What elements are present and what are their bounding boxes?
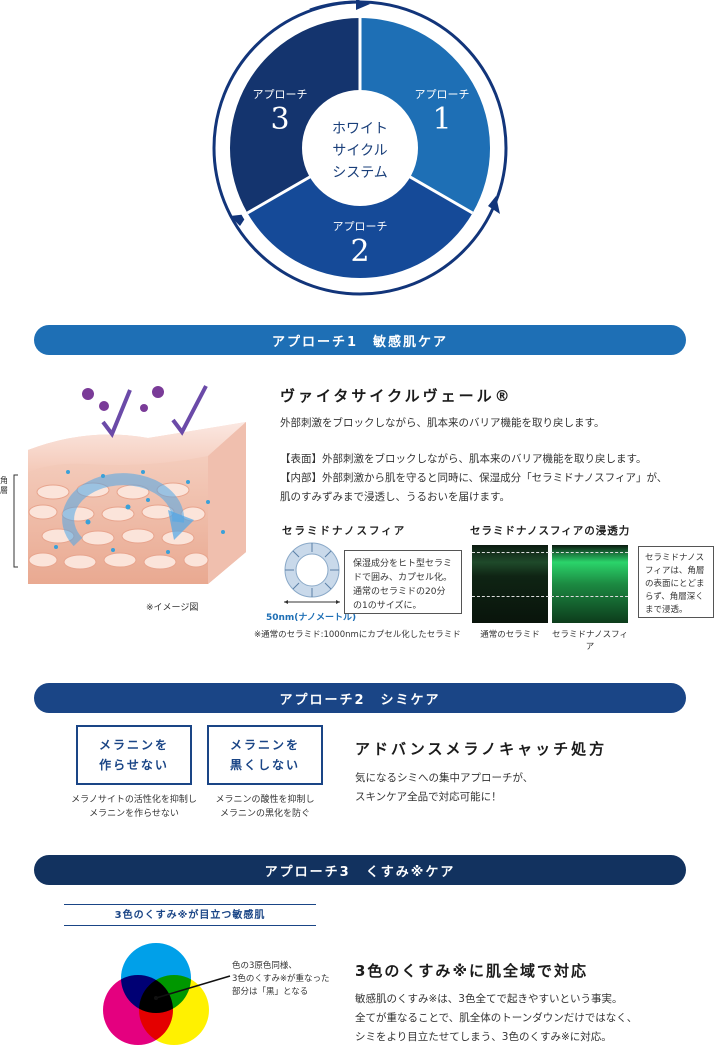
nanosphere-icon — [284, 542, 340, 604]
penetration-caption-normal: 通常のセラミド — [480, 630, 540, 640]
penetration-caption-nano: セラミドナノスフィア — [552, 630, 628, 652]
venn-pointer-line — [155, 975, 231, 999]
dullness-venn-diagram — [103, 943, 231, 1045]
nanosphere-footnote: ※通常のセラミド:1000nmにカプセル化したセラミド — [254, 630, 461, 640]
melanin-desc-2: メラニンの酸性を抑制し メラニンの黒化を防ぐ — [215, 795, 315, 819]
nanosphere-heading: セラミドナノスフィア — [282, 525, 407, 537]
section1-detail: 【表面】外部刺激をブロックしながら、肌本来のバリア機能を取り戻します。 【内部】… — [280, 453, 668, 503]
cycle-center-text: ホワイト サイクル システム — [332, 121, 388, 181]
venn-note: 色の3原色同様、 3色のくすみ※が重なった 部分は「黒」となる — [232, 961, 330, 997]
nanosphere-callout: 保湿成分をヒト型セラミドで囲み、カプセル化。通常のセラミドの20分の1のサイズに… — [344, 550, 462, 614]
segment-1-number: 1 — [432, 102, 452, 137]
penetration-callout: セラミドナノスフィアは、角層の表面にとどまらず、角層深くまで浸透。 — [638, 546, 714, 618]
section3-text: 敏感肌のくすみ※は、3色全てで起きやすいという事実。 全てが重なることで、肌全体… — [355, 993, 638, 1043]
melanin-box-1: メラニンを 作らせない — [76, 725, 192, 785]
image-note: ※イメージ図 — [146, 603, 199, 613]
penetration-photo-nano — [552, 545, 628, 623]
penetration-heading: セラミドナノスフィアの浸透力 — [470, 525, 631, 537]
section1-title: ヴァイタサイクルヴェール® — [280, 387, 513, 405]
section2-text: 気になるシミへの集中アプローチが、 スキンケア全品で対応可能に！ — [355, 772, 534, 803]
cycle-arrowhead-right — [488, 196, 500, 214]
melanin-box-2: メラニンを 黒くしない — [207, 725, 323, 785]
segment-3-label: アプローチ — [252, 88, 308, 101]
segment-1-label: アプローチ — [414, 88, 470, 101]
segment-2-label: アプローチ — [332, 220, 388, 233]
cycle-center — [302, 90, 418, 206]
skin-illustration — [13, 385, 246, 584]
white-cycle-diagram — [212, 0, 508, 296]
nanosphere-size-label: 50nm(ナノメートル) — [266, 613, 357, 623]
segment-2-number: 2 — [350, 234, 370, 269]
horny-layer-label: 角層 — [0, 476, 8, 495]
section3-subheading: 3色のくすみ※が目立つ敏感肌 — [114, 910, 266, 921]
cycle-arrow-top — [309, 0, 359, 12]
section2-title: アドバンスメラノキャッチ処方 — [355, 740, 608, 758]
approach-3-banner: アプローチ3 くすみ※ケア — [34, 855, 686, 885]
melanin-desc-1: メラノサイトの活性化を抑制し メラニンを作らせない — [71, 795, 197, 819]
approach-1-banner: アプローチ1 敏感肌ケア — [34, 325, 686, 355]
approach-2-banner: アプローチ2 シミケア — [34, 683, 686, 713]
segment-3-number: 3 — [270, 102, 290, 137]
section1-intro: 外部刺激をブロックしながら、肌本来のバリア機能を取り戻します。 — [280, 417, 605, 429]
penetration-photo-normal — [472, 545, 548, 623]
cycle-arrowhead-top — [356, 0, 370, 10]
section3-title: 3色のくすみ※に肌全域で対応 — [355, 962, 589, 980]
venn-yellow-circle — [139, 975, 209, 1045]
